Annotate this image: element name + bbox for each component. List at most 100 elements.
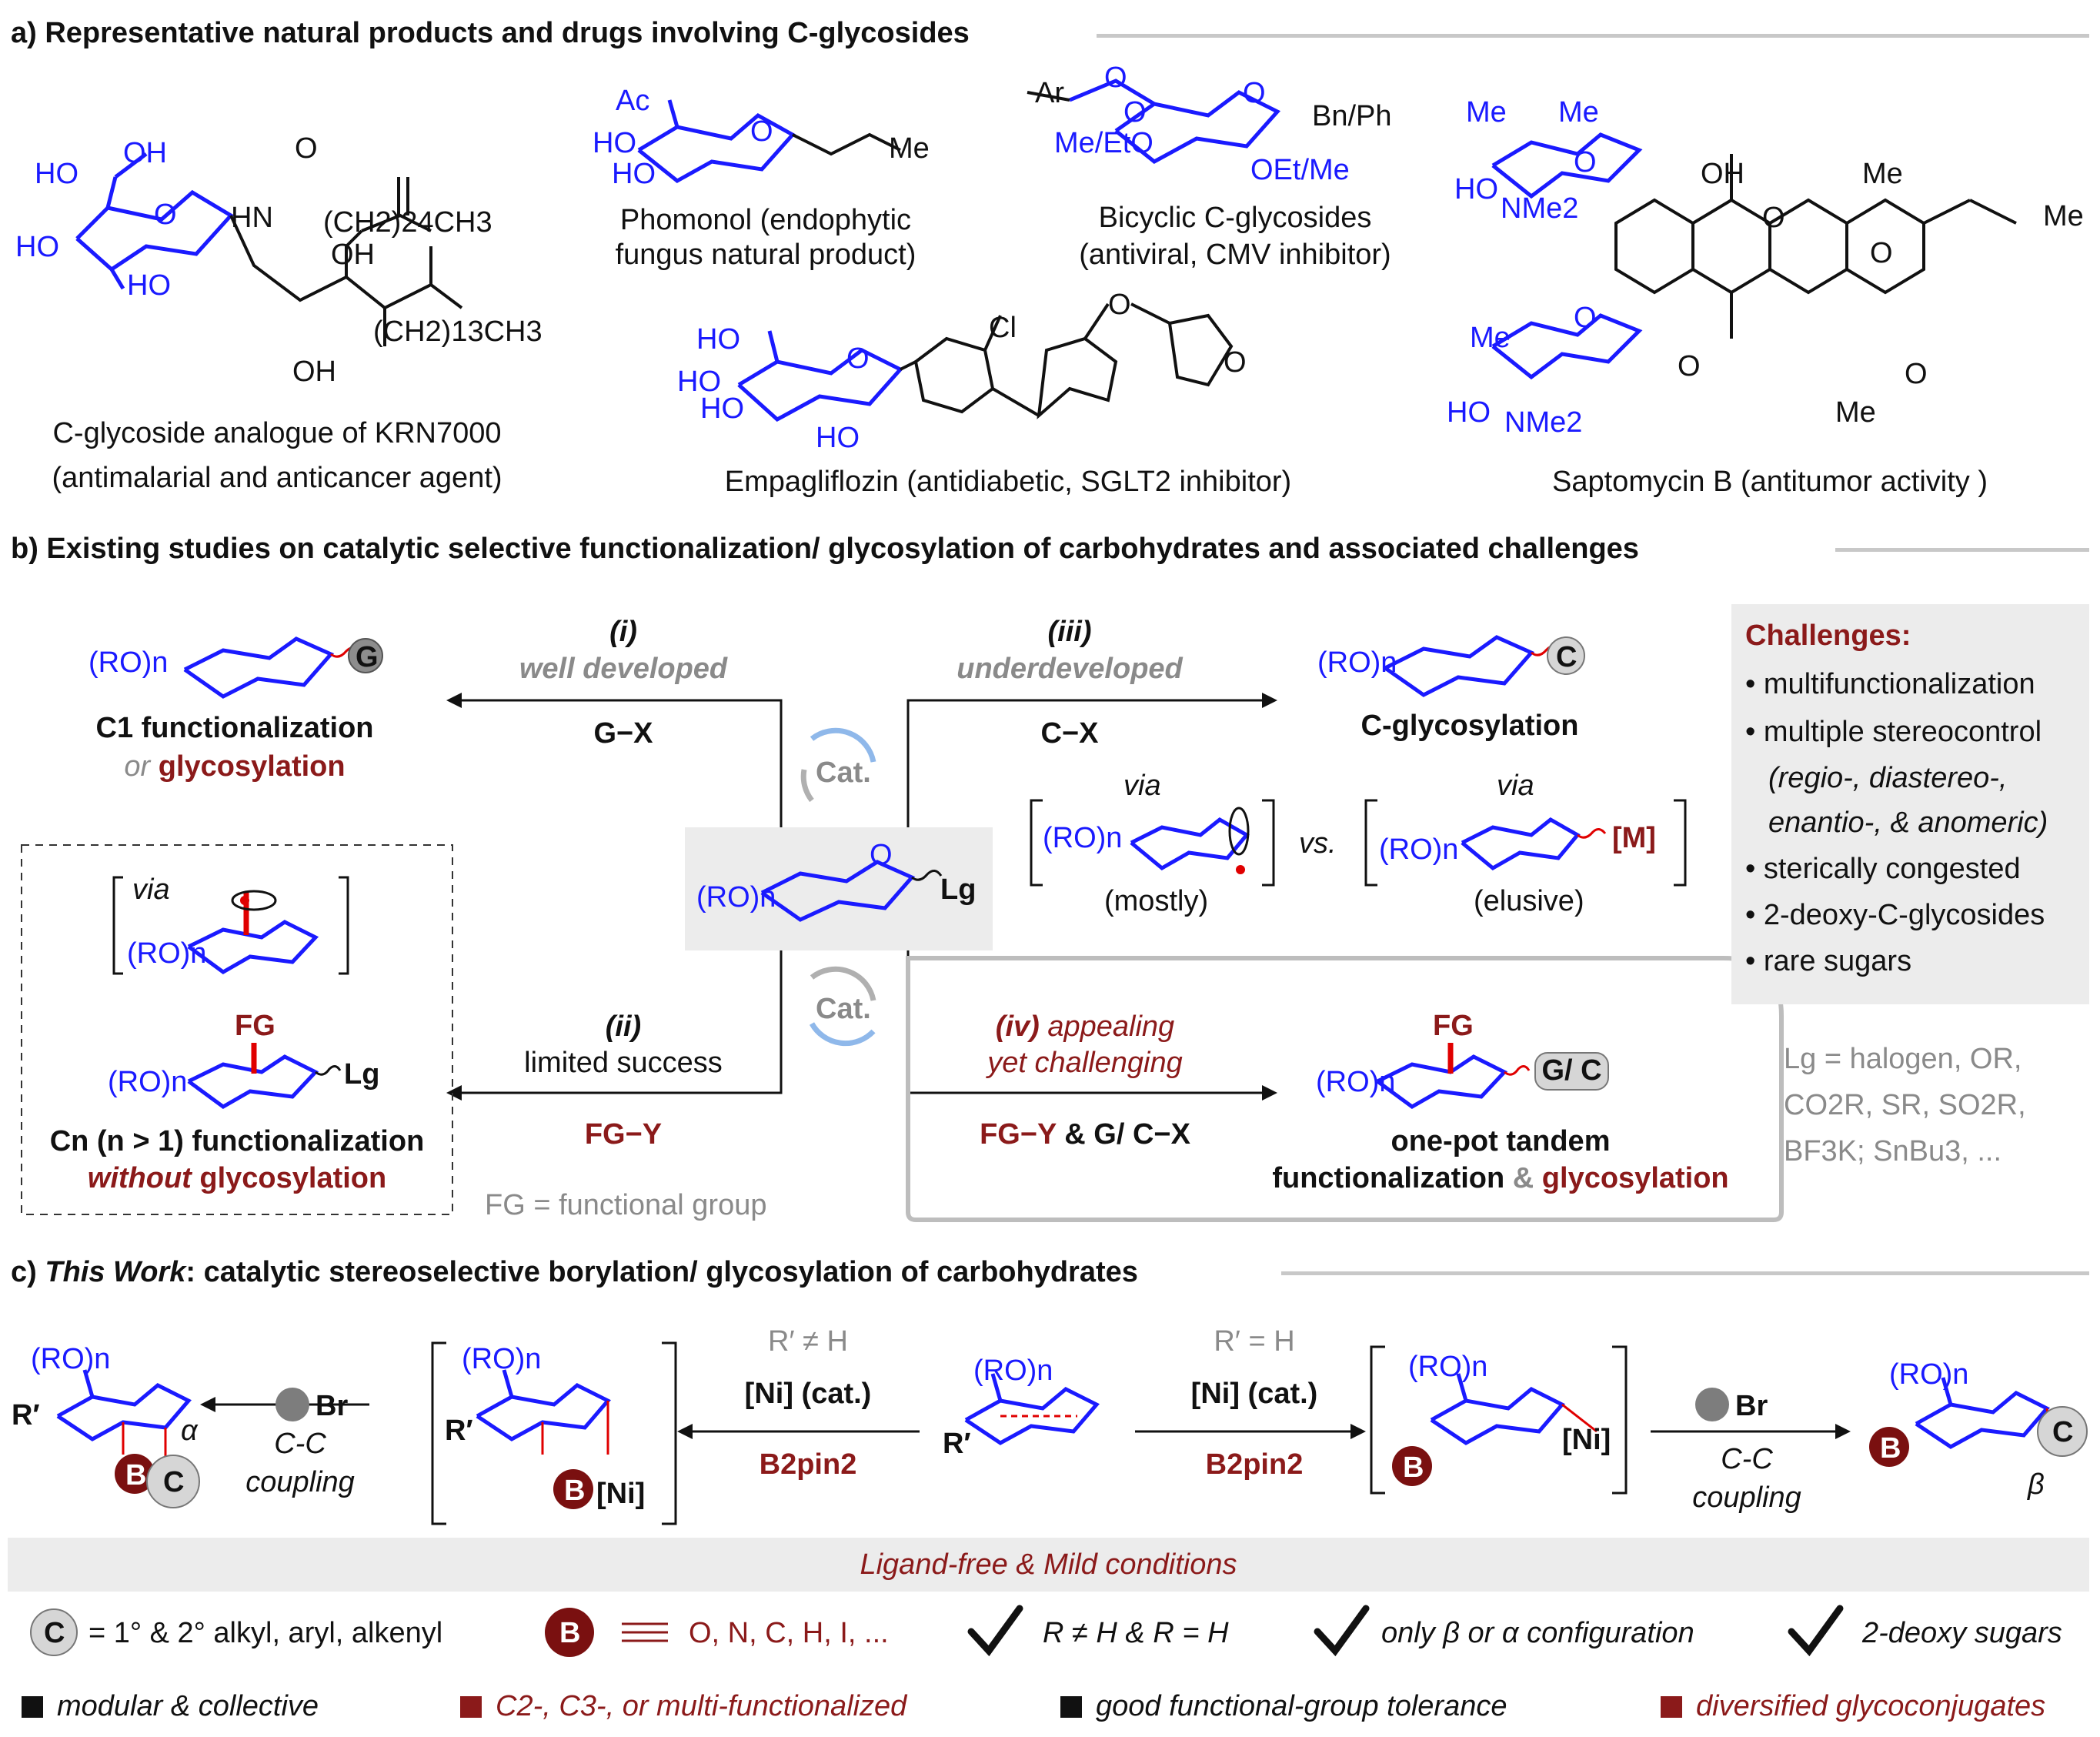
coupling-left-br: Br	[316, 1390, 349, 1422]
c-ring-1	[56, 1369, 192, 1441]
empa-atom-ho4: HO	[816, 422, 860, 454]
empa-atom-ho1: HO	[696, 323, 740, 356]
c5-c-badge	[2037, 1406, 2088, 1457]
lg-definition-2: CO2R, SR, SO2R,	[1784, 1089, 2026, 1121]
sapto-atom-nme2-1: NMe2	[1501, 192, 1579, 225]
dashed-fg-wavy	[315, 1065, 342, 1076]
route-iv-desc-2: yet challenging	[987, 1047, 1183, 1079]
sapto-atom-me4: Me	[2043, 200, 2084, 232]
cat-arrow-bottom	[809, 966, 876, 1047]
bicyclic-links	[1027, 91, 1070, 102]
dashed-fg-sub: (RO)n	[108, 1066, 188, 1098]
route-i-desc: well developed	[519, 653, 728, 685]
bicyclic-atom-ar: Ar	[1035, 77, 1064, 109]
c-right-coupling-ball	[1695, 1388, 1729, 1421]
challenge-sub-2: enantio-, & anomeric)	[1768, 807, 2048, 839]
legend-equiv-lines	[622, 1622, 668, 1642]
mostly-label: (mostly)	[1104, 885, 1209, 917]
tandem-title-1: one-pot tandem	[1391, 1125, 1611, 1157]
left-cond-top: R′ ≠ H	[768, 1325, 848, 1358]
c-badge-circle	[1547, 636, 1585, 675]
c4-b-label: B	[1403, 1451, 1424, 1484]
legend-check-1: R ≠ H & R = H	[1043, 1617, 1229, 1649]
conditions-banner	[8, 1538, 2089, 1592]
krn-caption-2: (antimalarial and anticancer agent)	[52, 462, 502, 494]
phomonol-caption-1: Phomonol (endophytic	[619, 204, 912, 236]
krn-atom-chain24: (CH2)24CH3	[323, 206, 492, 239]
challenge-item-1: • multifunctionalization	[1745, 668, 2035, 700]
dashed-via-label: via	[132, 874, 170, 906]
c-arrow-right-coupling-head	[1835, 1424, 1851, 1439]
krn-atom-o2: O	[295, 132, 318, 165]
tandem-fg-label: FG	[1433, 1010, 1474, 1042]
c-left-coupling-ball	[275, 1388, 309, 1421]
krn-chain	[229, 177, 463, 346]
right-cond-top: R′ = H	[1214, 1325, 1295, 1358]
dashed-via-dot	[240, 896, 249, 905]
cat-label-top: Cat.	[816, 757, 871, 789]
route-iii-number: (iii)	[1047, 616, 1092, 648]
dashed-lg-label: Lg	[344, 1058, 380, 1091]
sapto-atom-me3: Me	[1862, 158, 1903, 190]
feature-3: good functional-group tolerance	[1060, 1690, 1507, 1723]
challenges-heading: Challenges:	[1745, 620, 1911, 652]
arrow-head-iii	[1262, 693, 1277, 708]
center-lg: Lg	[940, 874, 977, 906]
empagliflozin-aryl	[900, 302, 1234, 419]
legend-c-label: C	[44, 1617, 65, 1649]
krn-atom-hn: HN	[231, 202, 273, 234]
route-i-number: (i)	[609, 616, 637, 648]
fg-definition: FG = functional group	[485, 1189, 767, 1221]
c1-ro: (RO)n	[31, 1343, 111, 1375]
section-c-rule	[1281, 1271, 2089, 1275]
empa-atom-ho2: HO	[677, 366, 721, 398]
section-c-title: c) This Work: catalytic stereoselective …	[11, 1256, 1138, 1288]
elusive-label: (elusive)	[1474, 885, 1584, 917]
sapto-atom-o5: O	[1678, 350, 1701, 382]
sapto-atom-oh: OH	[1701, 158, 1744, 190]
c2-b-badge	[553, 1469, 593, 1509]
c4-ni-label: [Ni]	[1562, 1424, 1611, 1456]
dashed-via-brackets	[112, 876, 349, 975]
krn-atom-o: O	[154, 199, 177, 231]
challenges-box	[1731, 604, 2089, 1004]
c5-b-label: B	[1880, 1432, 1901, 1465]
krn-atom-oh: OH	[123, 137, 167, 169]
challenge-item-4: • 2-deoxy-C-glycosides	[1745, 899, 2045, 931]
krn-atom-ho1: HO	[35, 158, 78, 190]
sapto-caption: Saptomycin B (antitumor activity )	[1552, 466, 1988, 498]
c1-c-badge	[146, 1455, 200, 1508]
sapto-atom-nme2-2: NMe2	[1504, 406, 1583, 439]
tandem-wavy	[1504, 1065, 1531, 1076]
route-ii-reagent: FG−Y	[584, 1118, 663, 1151]
c2-ni-label: [Ni]	[596, 1478, 646, 1510]
c5-b-badge	[1869, 1427, 1909, 1467]
c-glycosylation-title: C-glycosylation	[1360, 710, 1579, 742]
section-b-title: b) Existing studies on catalytic selecti…	[11, 533, 1639, 565]
dashed-via-orbital	[231, 890, 277, 911]
legend-c-badge	[30, 1608, 78, 1656]
arrow-head-iv	[1262, 1085, 1277, 1101]
phomonol-atom-ac: Ac	[616, 85, 650, 117]
c1-glycosylation-line: or glycosylation	[124, 750, 346, 783]
dashed-fg-label: FG	[235, 1010, 275, 1042]
empa-atom-o3: O	[1224, 346, 1247, 379]
g-badge-label: G	[356, 641, 379, 673]
sapto-atom-ho1: HO	[1454, 173, 1498, 205]
c-left-bracket	[431, 1341, 677, 1525]
glycal-ro: (RO)n	[973, 1355, 1053, 1387]
center-sub: (RO)n	[696, 881, 776, 914]
cat-label-bottom: Cat.	[816, 993, 871, 1025]
phomonol-atom-ho2: HO	[612, 158, 656, 190]
feature-1: modular & collective	[22, 1690, 319, 1723]
empa-atom-cl: Cl	[989, 312, 1017, 344]
route-ii-number: (ii)	[605, 1010, 642, 1043]
alpha-label: α	[181, 1415, 198, 1447]
sapto-atom-me5: Me	[1470, 322, 1511, 354]
krn-atom-oh3: OH	[292, 356, 336, 388]
empa-atom-ho3: HO	[700, 392, 744, 425]
c2-ro: (RO)n	[462, 1343, 542, 1375]
krn-caption-1: C-glycoside analogue of KRN7000	[52, 417, 502, 449]
challenge-item-5: • rare sugars	[1745, 945, 1912, 977]
